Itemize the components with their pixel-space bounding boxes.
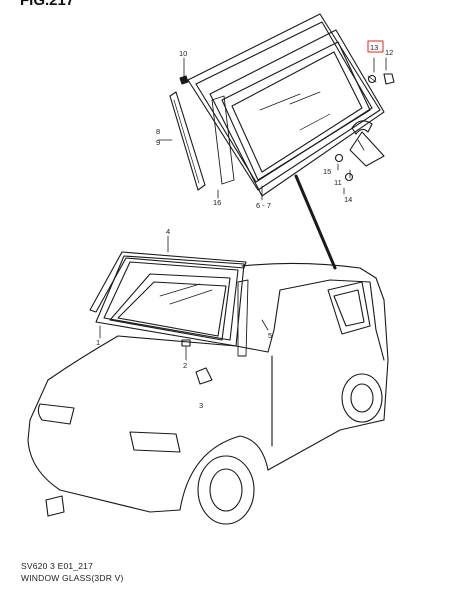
callout-6-7: 6 - 7 bbox=[256, 201, 271, 210]
callout-15: 15 bbox=[323, 167, 331, 176]
callout-14: 14 bbox=[344, 195, 352, 204]
callout-12: 12 bbox=[385, 48, 393, 57]
callout-9: 9 bbox=[156, 138, 160, 147]
screw-part-10 bbox=[179, 75, 189, 85]
figure-title: FIG.217 bbox=[20, 0, 75, 9]
diagram-code: SV620 3 E01_217 bbox=[21, 561, 94, 571]
callout-10: 10 bbox=[179, 49, 187, 58]
highlight-box bbox=[367, 40, 384, 53]
pillar-molding bbox=[237, 279, 249, 357]
weatherstrip bbox=[211, 95, 235, 185]
quarter-molding bbox=[169, 91, 206, 191]
callout-8-9: 8 9 bbox=[156, 127, 162, 147]
callout-16: 16 bbox=[213, 198, 221, 207]
windshield bbox=[95, 255, 245, 347]
windshield-molding bbox=[89, 251, 247, 313]
callout-leaders bbox=[99, 57, 387, 361]
rear-quarter-glass bbox=[187, 13, 385, 197]
callout-5: 5 bbox=[268, 331, 272, 340]
leader-line bbox=[294, 174, 337, 270]
callout-8: 8 bbox=[156, 127, 160, 136]
clip-part-2 bbox=[181, 339, 191, 347]
callout-1: 1 bbox=[96, 338, 100, 347]
callout-4: 4 bbox=[166, 227, 170, 236]
callout-11: 11 bbox=[334, 178, 342, 187]
callout-2: 2 bbox=[183, 361, 187, 370]
vehicle-body bbox=[27, 262, 389, 525]
callout-13: 13 bbox=[370, 43, 378, 52]
callout-3: 3 bbox=[199, 401, 203, 410]
diagram-caption: WINDOW GLASS(3DR V) bbox=[21, 573, 124, 583]
clip-part-12 bbox=[383, 73, 395, 85]
latch-hardware bbox=[334, 74, 385, 182]
